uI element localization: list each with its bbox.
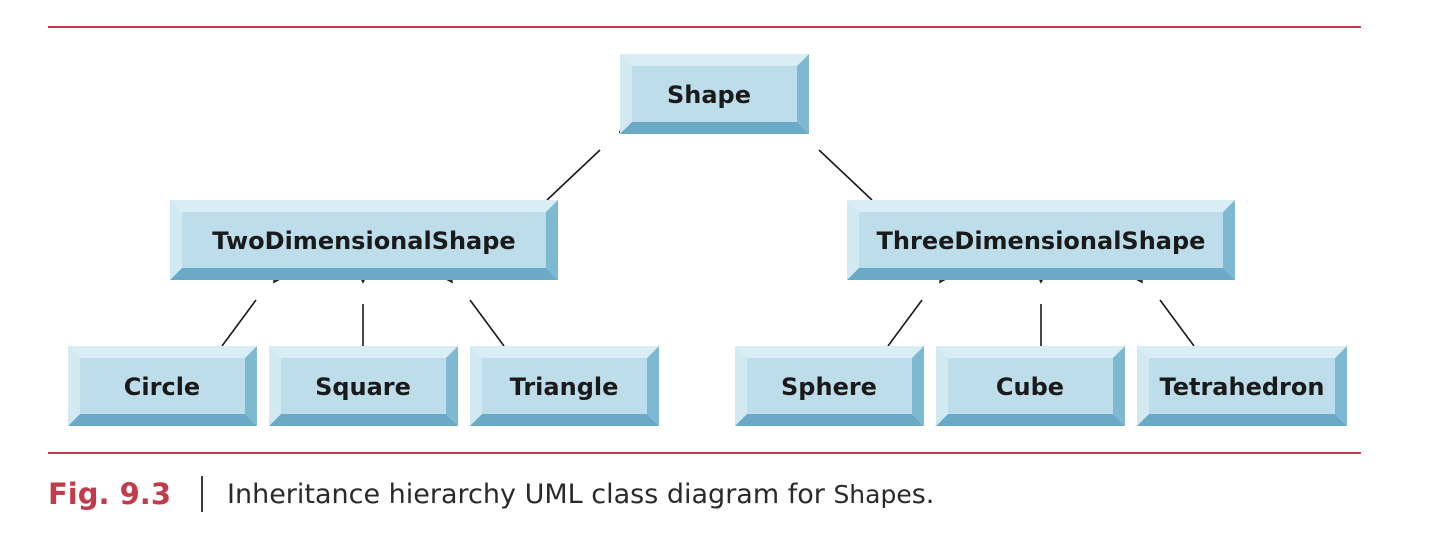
arrow-cube-to-three-dimensional xyxy=(1029,259,1053,346)
figure-label: Fig. 9.3 xyxy=(48,477,171,511)
top-rule xyxy=(48,26,1361,28)
class-name-cube: Cube xyxy=(996,373,1064,401)
arrow-tetrahedron-to-three-dimensional xyxy=(1119,256,1195,347)
class-box-sphere: Sphere xyxy=(735,346,924,426)
class-name-three-dimensional-shape: ThreeDimensionalShape xyxy=(877,227,1206,255)
class-box-circle: Circle xyxy=(68,346,257,426)
caption-code-term: Shape xyxy=(833,479,912,509)
caption-separator xyxy=(201,476,203,512)
caption-text-before: Inheritance hierarchy UML class diagram … xyxy=(227,478,834,510)
arrow-circle-to-two-dimensional xyxy=(221,256,297,347)
class-name-shape: Shape xyxy=(667,81,751,109)
class-box-two-dimensional-shape: TwoDimensionalShape xyxy=(170,200,558,280)
class-box-square: Square xyxy=(269,346,458,426)
class-box-three-dimensional-shape: ThreeDimensionalShape xyxy=(847,200,1235,280)
class-name-two-dimensional-shape: TwoDimensionalShape xyxy=(212,227,515,255)
arrow-two-dimensional-to-shape xyxy=(546,108,645,201)
arrow-three-dimensional-to-shape xyxy=(774,108,873,201)
figure-caption: Fig. 9.3 Inheritance hierarchy UML class… xyxy=(48,472,934,516)
caption-text: Inheritance hierarchy UML class diagram … xyxy=(227,479,934,510)
class-box-shape: Shape xyxy=(620,54,809,134)
class-name-sphere: Sphere xyxy=(781,373,877,401)
inheritance-arrows xyxy=(221,108,1195,347)
class-box-tetrahedron: Tetrahedron xyxy=(1137,346,1347,426)
arrow-square-to-two-dimensional xyxy=(351,259,375,346)
class-box-triangle: Triangle xyxy=(470,346,659,426)
arrow-sphere-to-three-dimensional xyxy=(887,256,963,347)
class-name-circle: Circle xyxy=(124,373,200,401)
arrow-triangle-to-two-dimensional xyxy=(429,256,505,347)
class-name-square: Square xyxy=(315,373,411,401)
class-box-cube: Cube xyxy=(936,346,1125,426)
caption-text-after: s. xyxy=(911,478,935,510)
class-name-triangle: Triangle xyxy=(510,373,619,401)
bottom-rule xyxy=(48,452,1361,454)
class-name-tetrahedron: Tetrahedron xyxy=(1160,373,1325,401)
